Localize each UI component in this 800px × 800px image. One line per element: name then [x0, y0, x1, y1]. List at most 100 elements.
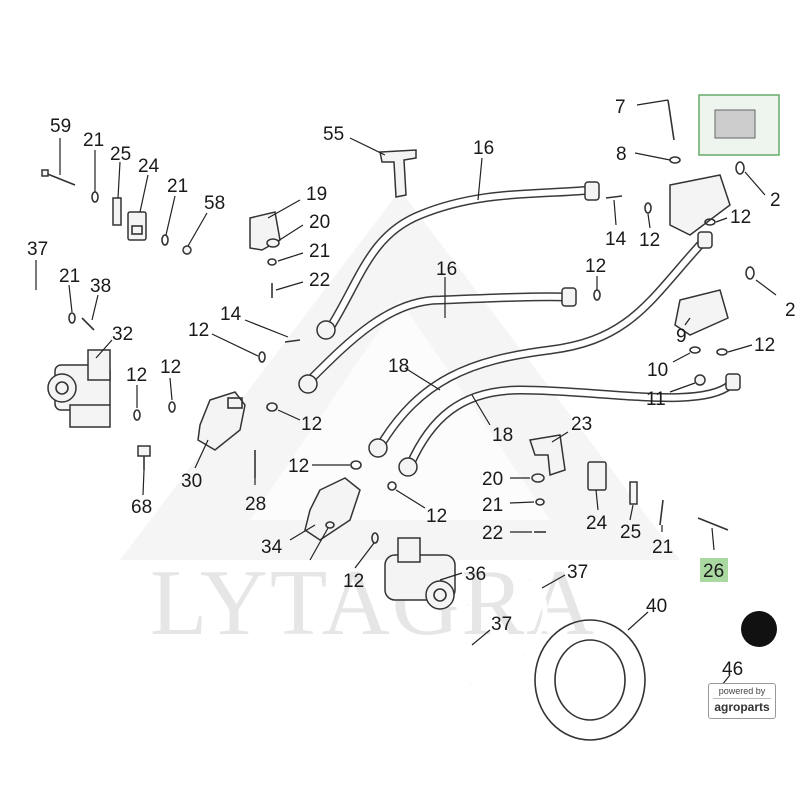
part-16-hose-upper[interactable]: [316, 181, 600, 340]
label-28: 28: [245, 494, 266, 515]
part-40-disc[interactable]: [534, 619, 646, 741]
part-8-washer[interactable]: [669, 156, 681, 164]
part-21-washer-b[interactable]: [161, 234, 169, 246]
label-12: 12: [301, 414, 322, 435]
label-20: 20: [309, 212, 330, 233]
label-18: 18: [492, 425, 513, 446]
label-12: 12: [126, 365, 147, 386]
label-9: 9: [676, 326, 687, 347]
label-14: 14: [605, 229, 627, 250]
label-21: 21: [167, 176, 188, 197]
label-12: 12: [343, 571, 364, 592]
part-10-washer[interactable]: [689, 346, 701, 354]
label-36: 36: [465, 564, 486, 585]
label-16: 16: [473, 138, 494, 159]
powered-by-text: powered by: [718, 686, 766, 696]
label-58: 58: [204, 193, 225, 214]
part-18-hose-b[interactable]: [398, 373, 741, 477]
part-68-fitting[interactable]: [137, 445, 151, 470]
label-37: 37: [491, 614, 512, 635]
label-25: 25: [620, 522, 641, 543]
label-25: 25: [110, 144, 131, 165]
part-12-oring-i[interactable]: [644, 202, 652, 214]
label-14: 14: [220, 304, 242, 325]
part-12-oring-e[interactable]: [350, 460, 362, 470]
part-12-oring-k[interactable]: [593, 289, 601, 301]
part-37-chain-right[interactable]: [523, 578, 548, 657]
label-8: 8: [616, 144, 627, 165]
part-25-plate-b[interactable]: [629, 481, 638, 505]
part-58-nut[interactable]: [182, 245, 192, 255]
part-18-hose-a[interactable]: [368, 231, 713, 458]
part-2-spring-b[interactable]: [745, 266, 755, 280]
label-40: 40: [646, 596, 667, 617]
label-23: 23: [571, 414, 592, 435]
part-26-highlight: [700, 558, 728, 582]
label-21: 21: [482, 495, 503, 516]
part-38-pin[interactable]: [81, 317, 95, 331]
part-12-oring-a[interactable]: [133, 409, 141, 421]
part-37-chain-left[interactable]: [34, 289, 47, 371]
label-20: 20: [482, 469, 503, 490]
part-20-washer-b[interactable]: [531, 473, 545, 483]
label-46: 46: [722, 659, 743, 680]
part-20-washer[interactable]: [266, 238, 280, 248]
label-24: 24: [138, 156, 160, 177]
agroparts-logo-text: agroparts: [713, 698, 771, 714]
watermark: LYTAGRA: [120, 190, 680, 655]
part-12-oring-j[interactable]: [704, 218, 716, 226]
label-12: 12: [754, 335, 775, 356]
part-14-pin[interactable]: [284, 339, 301, 343]
part-30-valve-block[interactable]: [197, 391, 246, 451]
part-21-screw-c[interactable]: [68, 312, 76, 324]
part-14-pin-b[interactable]: [605, 195, 623, 199]
label-21: 21: [83, 130, 104, 151]
label-24: 24: [586, 513, 608, 534]
callout-labels: 59 21 25 24 21 58 37 21 38 32 12 12 68 5…: [27, 97, 796, 680]
part-16-hose-middle[interactable]: [298, 287, 577, 394]
part-9-valve-block[interactable]: [674, 289, 729, 336]
part-12-oring-b[interactable]: [168, 401, 176, 413]
part-34-valve-block[interactable]: [304, 477, 361, 541]
label-7: 7: [615, 97, 626, 118]
label-68: 68: [131, 497, 152, 518]
part-12-oring-l[interactable]: [716, 348, 728, 356]
part-12-oring-h[interactable]: [371, 532, 379, 544]
part-12-oring-g[interactable]: [325, 521, 335, 529]
thumbnail-overview[interactable]: [698, 94, 780, 156]
label-22: 22: [482, 523, 503, 544]
part-36-hydraulic-motor[interactable]: [384, 537, 456, 610]
part-24-block[interactable]: [127, 211, 147, 241]
label-32: 32: [112, 324, 133, 345]
part-55-bracket[interactable]: [379, 149, 417, 198]
part-21-washer-d[interactable]: [267, 258, 277, 266]
part-21-screw-f[interactable]: [659, 499, 664, 526]
part-32-hydraulic-pump[interactable]: [47, 349, 111, 428]
part-23-bracket[interactable]: [529, 434, 566, 477]
part-12-oring-c[interactable]: [258, 351, 266, 363]
label-12: 12: [288, 456, 309, 477]
label-55: 55: [323, 124, 344, 145]
label-11: 11: [646, 389, 666, 410]
part-11-nut[interactable]: [694, 374, 706, 386]
label-21: 21: [59, 266, 80, 287]
part-2-spring[interactable]: [735, 161, 745, 175]
part-59-bolt[interactable]: [41, 169, 76, 186]
part-21-washer-e[interactable]: [535, 498, 545, 506]
part-26-pin[interactable]: [697, 517, 729, 531]
label-12: 12: [730, 207, 751, 228]
agroparts-badge[interactable]: powered by agroparts: [708, 683, 776, 719]
part-valve-block-top[interactable]: [669, 174, 731, 236]
part-21-washer[interactable]: [91, 191, 99, 203]
part-37-chain-mid[interactable]: [456, 603, 473, 687]
part-12-oring-d[interactable]: [266, 402, 278, 412]
label-19: 19: [306, 184, 327, 205]
label-26: 26: [703, 561, 724, 582]
part-25-plate[interactable]: [112, 197, 122, 226]
part-12-oring-f[interactable]: [387, 481, 397, 491]
part-24-block-b[interactable]: [587, 461, 607, 491]
label-12: 12: [188, 320, 209, 341]
part-7-rod[interactable]: [667, 99, 675, 141]
label-12: 12: [585, 256, 606, 277]
